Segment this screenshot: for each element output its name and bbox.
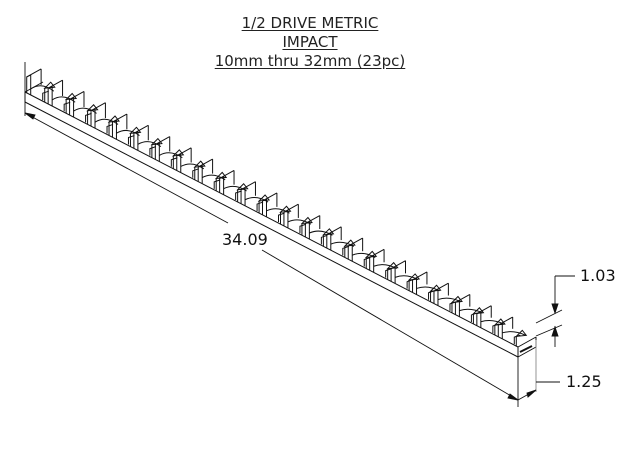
dimension-lines	[24, 62, 575, 407]
socket-rail-body	[24, 68, 537, 358]
arrow-height-top-icon	[551, 303, 559, 315]
arrow-right-icon	[507, 393, 519, 401]
height-dimension-label: 1.03	[580, 266, 616, 285]
width-dimension-label: 1.25	[566, 372, 602, 391]
height-extension-bottom	[535, 324, 563, 337]
length-dimension-label: 34.09	[222, 230, 268, 249]
title-line-2: IMPACT	[282, 33, 338, 51]
length-dimension-line-b	[261, 249, 519, 401]
arrow-height-bottom-icon	[551, 325, 559, 337]
length-dimension-line-a	[24, 112, 229, 224]
height-extension-top	[535, 309, 563, 324]
arrow-width-icon	[526, 389, 537, 398]
title-line-3: 10mm thru 32mm (23pc)	[214, 52, 406, 70]
title-line-1: 1/2 DRIVE METRIC	[241, 14, 379, 32]
arrow-left-icon	[24, 112, 36, 120]
title-block: 1/2 DRIVE METRIC IMPACT 10mm thru 32mm (…	[190, 14, 430, 71]
